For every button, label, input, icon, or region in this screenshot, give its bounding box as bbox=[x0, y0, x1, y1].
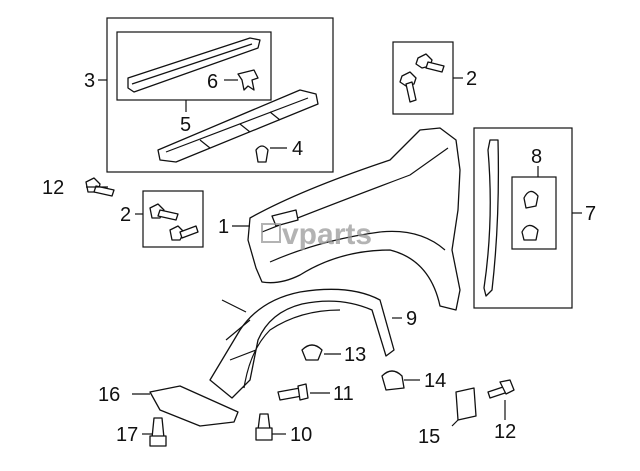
clip-part-4 bbox=[255, 145, 269, 163]
fender-liner-group-box bbox=[473, 127, 573, 309]
callout-6: 6 bbox=[207, 71, 218, 93]
watermark-logo-icon bbox=[261, 223, 281, 243]
callout-3: 3 bbox=[84, 70, 95, 92]
fender-moulding-part bbox=[127, 37, 261, 93]
callout-2-upper: 2 bbox=[466, 68, 477, 90]
fender-liner-part bbox=[209, 288, 395, 399]
callout-17: 17 bbox=[116, 424, 138, 446]
callout-12-bottom: 12 bbox=[494, 421, 516, 443]
callout-15: 15 bbox=[418, 426, 440, 448]
bolt-group-box-left bbox=[142, 190, 204, 248]
callout-1: 1 bbox=[218, 216, 229, 238]
callout-14: 14 bbox=[424, 370, 446, 392]
front-fender-part bbox=[247, 127, 461, 311]
bracket-part-15 bbox=[455, 387, 477, 421]
clip-group-box bbox=[511, 176, 557, 250]
leader-lines bbox=[86, 77, 582, 435]
clip-part-8b bbox=[521, 224, 539, 241]
callout-10: 10 bbox=[290, 424, 312, 446]
callout-12-left: 12 bbox=[42, 177, 64, 199]
callout-2-left: 2 bbox=[120, 204, 131, 226]
callout-9: 9 bbox=[406, 308, 417, 330]
callout-11: 11 bbox=[333, 383, 354, 405]
callout-4: 4 bbox=[292, 138, 303, 160]
callout-5: 5 bbox=[180, 114, 191, 136]
watermark: vparts bbox=[282, 218, 372, 251]
nut-part-14 bbox=[381, 370, 405, 391]
clip-part-6 bbox=[237, 69, 259, 91]
fender-bracket-part bbox=[271, 209, 299, 227]
clip-part-13 bbox=[301, 344, 323, 361]
bolt-part-17 bbox=[151, 417, 165, 439]
moulding-group-box bbox=[106, 17, 334, 173]
fender-seal-part bbox=[157, 89, 319, 163]
callout-8: 8 bbox=[531, 146, 542, 168]
callout-7: 7 bbox=[585, 203, 596, 225]
moulding-subgroup-box bbox=[116, 31, 272, 101]
splash-shield-part bbox=[149, 385, 239, 427]
callout-16: 16 bbox=[98, 384, 120, 406]
clip-part-8a bbox=[523, 190, 539, 209]
callout-13: 13 bbox=[344, 344, 366, 366]
fender-insulator-part bbox=[483, 139, 500, 297]
callout-numbers: 3 5 6 4 2 12 2 1 8 7 9 13 11 14 15 12 16… bbox=[42, 68, 596, 448]
